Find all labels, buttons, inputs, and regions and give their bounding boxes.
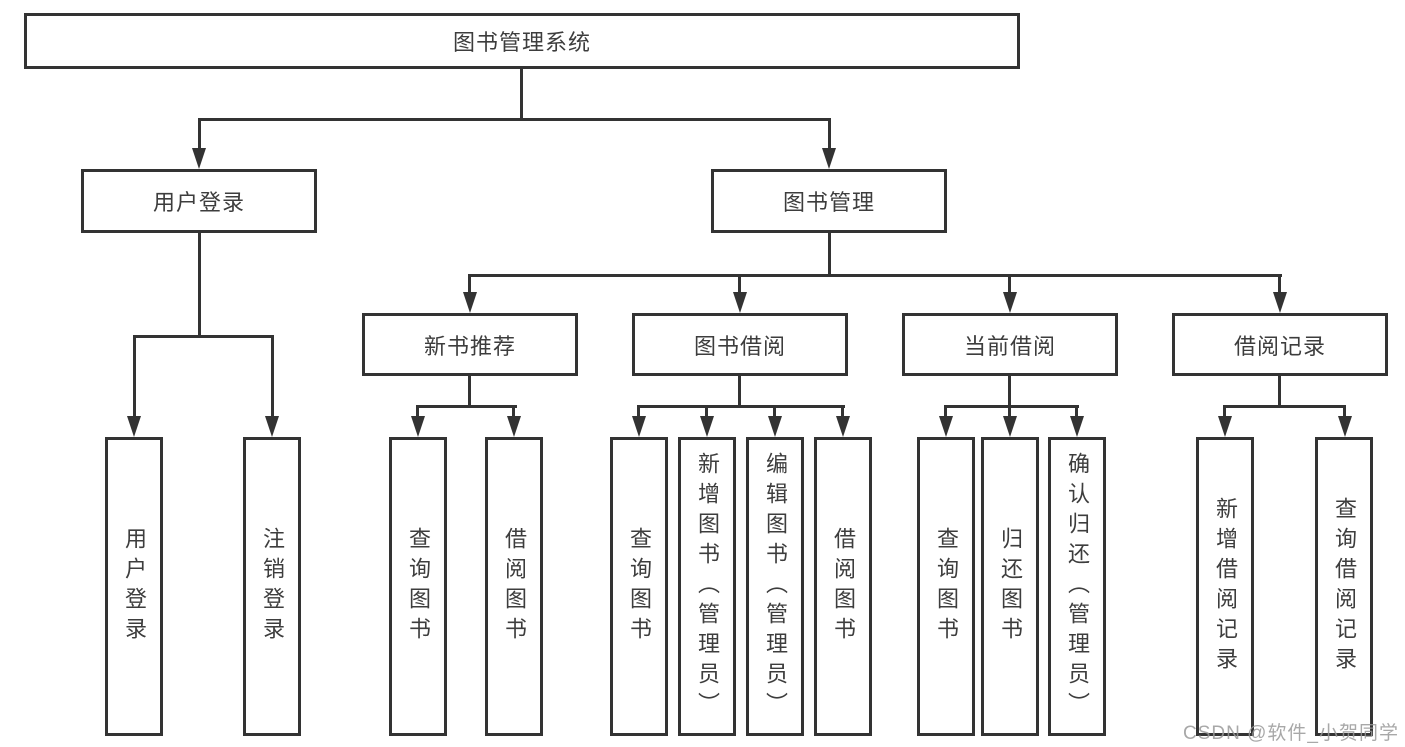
connector	[738, 274, 741, 296]
arrowhead-down	[1338, 416, 1352, 437]
node-root: 图书管理系统	[24, 13, 1020, 69]
connector	[1008, 405, 1011, 418]
node-user-login-label: 用户登录	[152, 190, 245, 215]
leaf-add-books-admin-label: 新增图书（管理员）	[695, 451, 720, 722]
node-user-login: 用户登录	[81, 169, 317, 233]
connector	[198, 118, 831, 121]
connector	[828, 233, 831, 277]
connector	[1223, 405, 1226, 418]
connector	[198, 118, 201, 152]
arrowhead-down	[1070, 416, 1084, 437]
node-book-borrow-label: 图书借阅	[693, 333, 786, 359]
arrowhead-down	[1003, 416, 1017, 437]
leaf-borrow-books-borrow: 借阅图书	[814, 437, 872, 736]
arrowhead-down	[822, 148, 836, 169]
connector	[1223, 405, 1346, 408]
connector	[512, 405, 515, 418]
leaf-confirm-return-admin-label: 确认归还（管理员）	[1065, 451, 1090, 722]
connector	[271, 335, 274, 417]
connector	[1278, 274, 1281, 296]
connector	[416, 405, 517, 408]
node-borrow-records: 借阅记录	[1172, 313, 1388, 376]
arrowhead-down	[836, 416, 850, 437]
arrowhead-down	[411, 416, 425, 437]
node-new-books: 新书推荐	[362, 313, 578, 376]
connector	[637, 405, 845, 408]
leaf-return-books-label: 归还图书	[998, 526, 1023, 647]
arrowhead-down	[1218, 416, 1232, 437]
leaf-add-borrow-record-label: 新增借阅记录	[1213, 496, 1238, 677]
leaf-logout-label: 注销登录	[260, 526, 285, 647]
connector	[468, 274, 471, 296]
leaf-borrow-books-borrow-label: 借阅图书	[831, 526, 856, 647]
leaf-query-books-current-label: 查询图书	[934, 526, 959, 647]
watermark: CSDN @软件_小贺同学	[1183, 723, 1399, 744]
leaf-user-login-label: 用户登录	[122, 526, 147, 647]
connector	[468, 274, 1282, 277]
connector	[468, 376, 471, 408]
connector	[133, 335, 274, 338]
connector	[416, 405, 419, 418]
arrowhead-down	[632, 416, 646, 437]
leaf-return-books: 归还图书	[981, 437, 1039, 736]
connector	[1278, 376, 1281, 408]
connector	[841, 405, 844, 418]
connector	[828, 118, 831, 152]
arrowhead-down	[1003, 292, 1017, 313]
node-current-borrow-label: 当前借阅	[963, 333, 1056, 359]
connector	[773, 405, 776, 418]
leaf-query-books-borrow-label: 查询图书	[627, 526, 652, 647]
leaf-confirm-return-admin: 确认归还（管理员）	[1048, 437, 1106, 736]
arrowhead-down	[463, 292, 477, 313]
node-book-borrow: 图书借阅	[632, 313, 848, 376]
arrowhead-down	[507, 416, 521, 437]
arrowhead-down	[733, 292, 747, 313]
connector	[738, 376, 741, 408]
leaf-add-borrow-record: 新增借阅记录	[1196, 437, 1254, 736]
node-new-books-label: 新书推荐	[423, 333, 516, 359]
connector	[705, 405, 708, 418]
arrowhead-down	[192, 148, 206, 169]
leaf-edit-books-admin: 编辑图书（管理员）	[746, 437, 804, 736]
leaf-query-books-current: 查询图书	[917, 437, 975, 736]
node-book-mgmt-label: 图书管理	[782, 190, 875, 215]
node-book-mgmt: 图书管理	[711, 169, 947, 233]
connector	[1343, 405, 1346, 418]
node-root-label: 图书管理系统	[452, 30, 591, 55]
arrowhead-down	[265, 416, 279, 437]
connector	[637, 405, 640, 418]
connector	[520, 69, 523, 120]
connector	[1075, 405, 1078, 418]
node-borrow-records-label: 借阅记录	[1233, 333, 1326, 359]
leaf-query-borrow-record-label: 查询借阅记录	[1332, 496, 1357, 677]
leaf-query-borrow-record: 查询借阅记录	[1315, 437, 1373, 736]
arrowhead-down	[939, 416, 953, 437]
connector	[1008, 376, 1011, 408]
arrowhead-down	[700, 416, 714, 437]
node-current-borrow: 当前借阅	[902, 313, 1118, 376]
connector	[944, 405, 947, 418]
leaf-add-books-admin: 新增图书（管理员）	[678, 437, 736, 736]
connector	[1008, 274, 1011, 296]
leaf-query-books-recommend-label: 查询图书	[406, 526, 431, 647]
leaf-query-books-borrow: 查询图书	[610, 437, 668, 736]
leaf-borrow-books-recommend: 借阅图书	[485, 437, 543, 736]
arrowhead-down	[1273, 292, 1287, 313]
leaf-logout: 注销登录	[243, 437, 301, 736]
leaf-borrow-books-recommend-label: 借阅图书	[502, 526, 527, 647]
arrowhead-down	[127, 416, 141, 437]
arrowhead-down	[768, 416, 782, 437]
leaf-query-books-recommend: 查询图书	[389, 437, 447, 736]
connector	[944, 405, 1079, 408]
leaf-edit-books-admin-label: 编辑图书（管理员）	[763, 451, 788, 722]
leaf-user-login: 用户登录	[105, 437, 163, 736]
connector	[133, 335, 136, 417]
connector	[198, 233, 201, 338]
